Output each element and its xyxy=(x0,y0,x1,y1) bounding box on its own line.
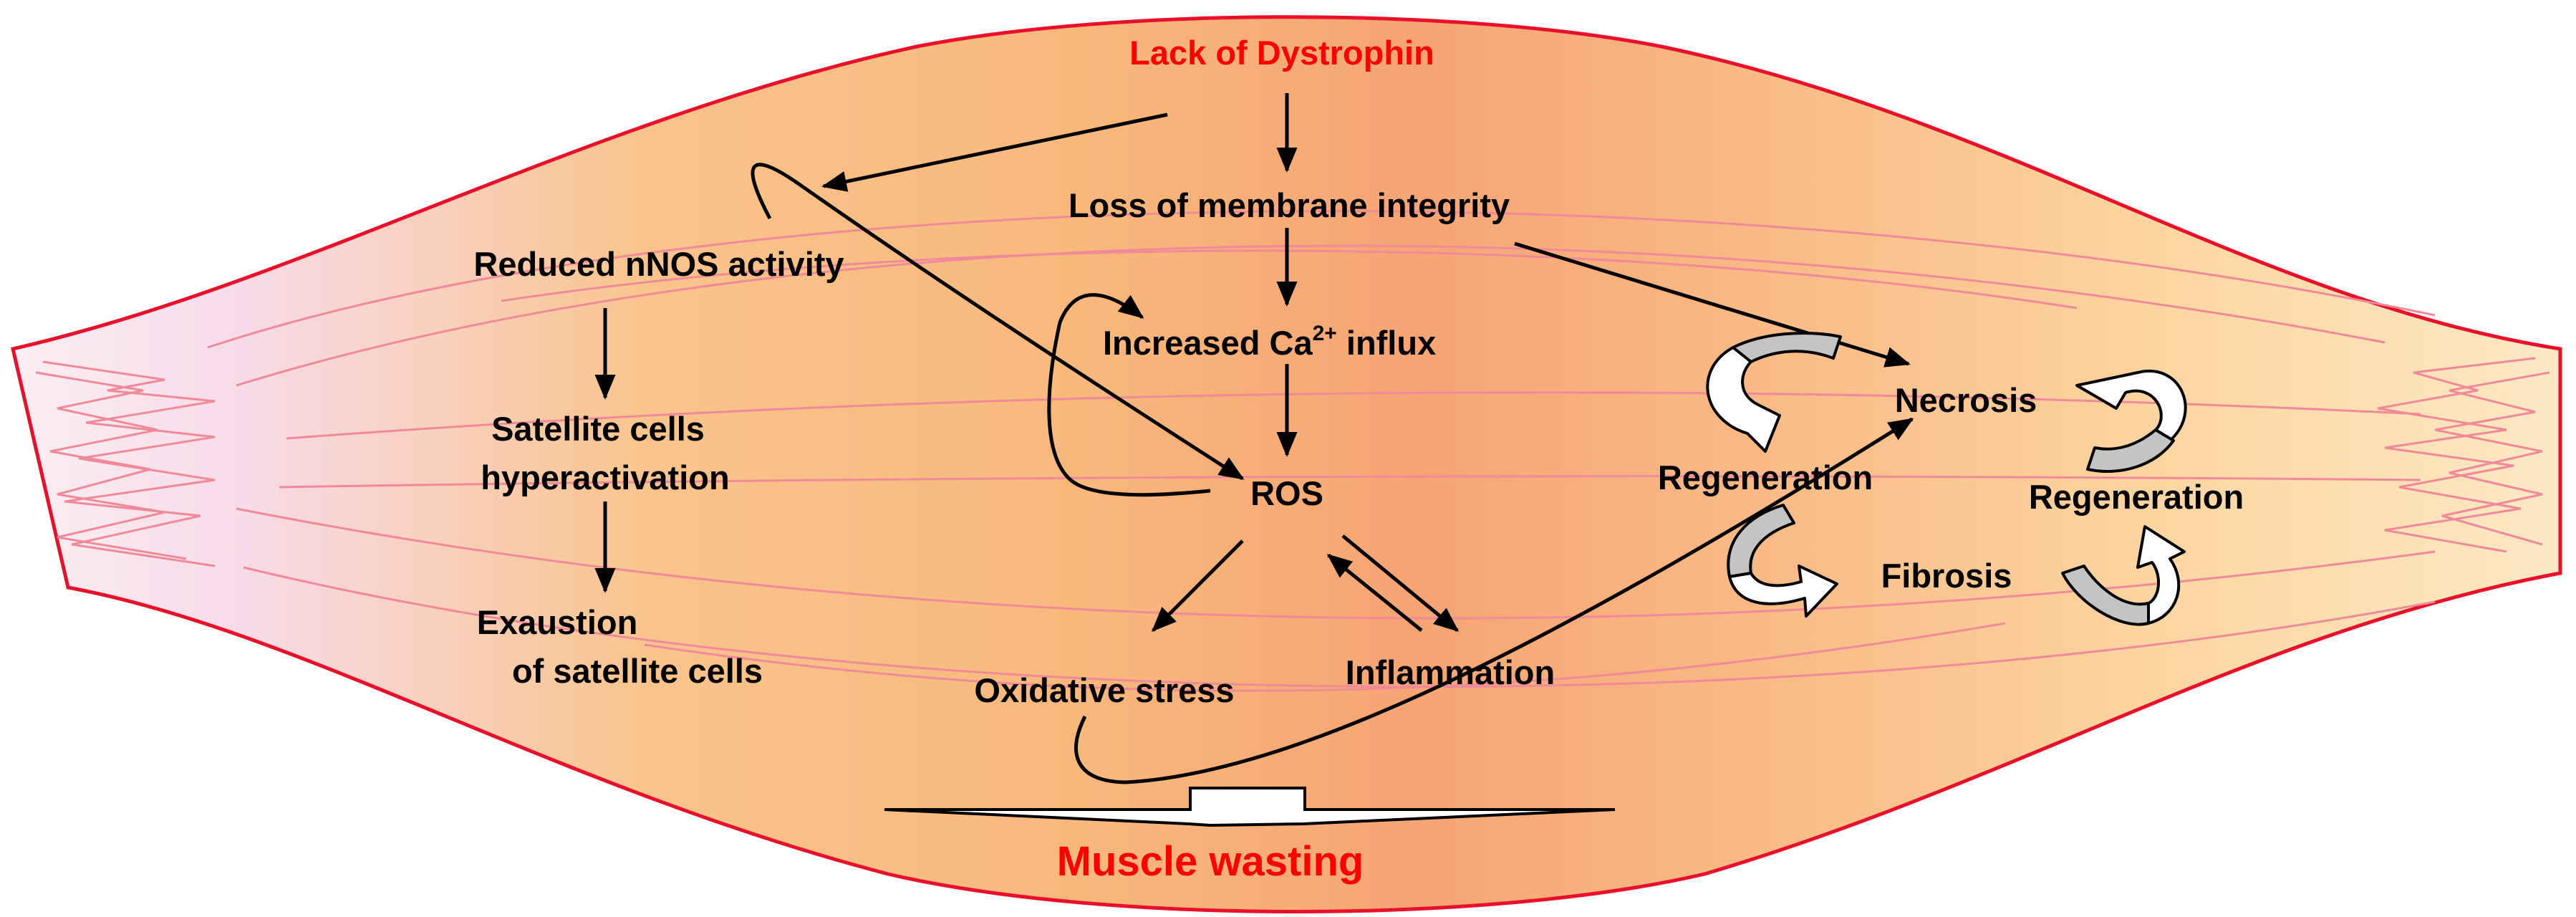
increased-ca-superscript: 2+ xyxy=(1313,322,1337,345)
fibrosis-label: Fibrosis xyxy=(1881,557,2012,595)
exaustion-label-line2: of satellite cells xyxy=(512,652,763,690)
muscle-fibrils xyxy=(207,210,2436,692)
muscle-wasting-bracket xyxy=(884,787,1616,827)
arrow-ros-to-oxidative xyxy=(1151,539,1244,633)
lack-of-dystrophin-label: Lack of Dystrophin xyxy=(1129,34,1434,72)
muscle-fiber-shape xyxy=(10,15,2562,913)
increased-ca-influx-label: Increased Ca2+ influx xyxy=(1103,322,1436,362)
regeneration-right-label: Regeneration xyxy=(2029,478,2244,516)
oxidative-stress-label: Oxidative stress xyxy=(974,671,1234,709)
left-tendon-zigzag xyxy=(35,360,216,567)
inflammation-label: Inflammation xyxy=(1346,653,1555,691)
exaustion-label-line1: Exaustion xyxy=(477,603,638,641)
arrow-ros-to-inflammation xyxy=(1341,534,1460,632)
ros-label: ROS xyxy=(1250,474,1323,512)
cycle-arrow-regeneration-right-up xyxy=(2136,525,2186,625)
cycle-arrows xyxy=(1706,332,2187,626)
satellite-cells-label-line1: Satellite cells xyxy=(491,410,705,448)
cycle-arrow-regeneration-right-gray xyxy=(2086,428,2175,473)
arrow-oxidative-loop-to-necrosis xyxy=(1074,417,1914,784)
necrosis-label: Necrosis xyxy=(1895,381,2037,419)
arrow-membrane-to-necrosis xyxy=(1514,241,1911,368)
pathway-arrows xyxy=(594,93,1914,784)
increased-ca-prefix: Increased Ca xyxy=(1103,324,1313,362)
right-tendon-zigzag xyxy=(2377,357,2550,553)
cycle-arrow-necrosis-top xyxy=(1732,332,1842,363)
loss-of-membrane-integrity-label: Loss of membrane integrity xyxy=(1068,186,1510,224)
arrow-nnos-loop-to-ros xyxy=(751,163,1245,481)
cycle-arrow-necrosis-left xyxy=(1706,346,1781,453)
cycle-arrow-fibrosis-left xyxy=(1728,565,1838,618)
arrow-ros-feedback-to-calcium xyxy=(1047,293,1211,497)
satellite-cells-label-line2: hyperactivation xyxy=(481,458,729,496)
arrow-inflammation-to-ros xyxy=(1326,554,1423,632)
muscle-wasting-label: Muscle wasting xyxy=(1057,838,1364,885)
increased-ca-suffix: influx xyxy=(1337,324,1436,362)
arrow-dystrophin-to-nnos xyxy=(821,112,1168,192)
reduced-nnos-activity-label: Reduced nNOS activity xyxy=(473,245,844,283)
